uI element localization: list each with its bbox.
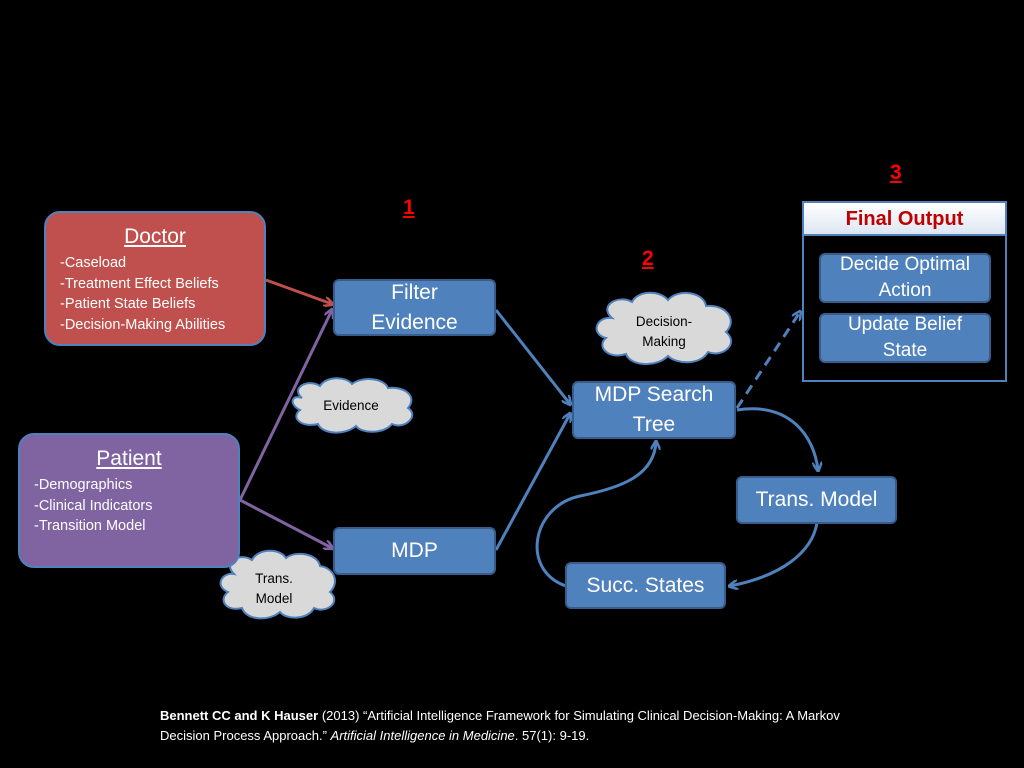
- patient-attribute: -Clinical Indicators: [34, 497, 153, 514]
- final-output-title: Final Output: [804, 203, 1005, 236]
- arrow-mdp-tree: [494, 414, 570, 551]
- doctor-attribute: -Caseload: [60, 255, 127, 271]
- doctor-attribute: -Decision-Making Abilities: [60, 316, 226, 333]
- cloud-label-decision-making: Decision- Making: [635, 314, 693, 349]
- arrow-tree-trans: [736, 407, 818, 470]
- arrow-tree-final-dashed: [735, 312, 800, 409]
- final-output-panel: Final Output Decide Optimal Action Updat…: [802, 201, 1007, 382]
- doctor-title: Doctor: [124, 225, 186, 248]
- arrow-filter-tree: [494, 309, 570, 404]
- update-belief-state-node: Update Belief State: [819, 313, 991, 363]
- patient-attribute: -Demographics: [34, 477, 133, 493]
- step-number-2: 2: [642, 247, 654, 270]
- mdp-node: MDP: [333, 527, 496, 575]
- patient-attribute: -Transition Model: [34, 518, 146, 534]
- cloud-label-evidence: Evidence: [323, 398, 379, 413]
- citation-journal: Artificial Intelligence in Medicine: [330, 728, 515, 743]
- doctor-box: Doctor -Caseload -Treatment Effect Belie…: [44, 211, 266, 346]
- cloud-shape-evidence: [291, 377, 414, 434]
- arrow-patient-filter: [238, 310, 332, 501]
- cloud-shape-trans: [219, 549, 336, 620]
- succ-states-node: Succ. States: [565, 562, 726, 609]
- decide-optimal-action-node: Decide Optimal Action: [819, 253, 991, 303]
- step-number-3: 3: [890, 161, 902, 184]
- patient-title: Patient: [96, 447, 162, 470]
- arrow-succ-tree: [535, 442, 656, 588]
- trans-model-node: Trans. Model: [736, 476, 897, 524]
- citation: Bennett CC and K Hauser (2013) “Artifici…: [160, 706, 880, 746]
- cloud-shape-decision: [595, 291, 733, 365]
- filter-evidence-node: Filter Evidence: [333, 279, 496, 336]
- mdp-search-tree-node: MDP Search Tree: [572, 381, 736, 439]
- patient-box: Patient -Demographics -Clinical Indicato…: [18, 433, 240, 568]
- arrow-patient-mdp: [239, 498, 332, 548]
- doctor-attribute: -Treatment Effect Beliefs: [60, 275, 219, 292]
- cloud-label-trans-model: Trans. Model: [255, 571, 293, 606]
- citation-rest: . 57(1): 9-19.: [514, 728, 590, 743]
- arrow-doctor-filter: [265, 278, 332, 304]
- arrow-trans-succ: [730, 522, 819, 586]
- doctor-attribute: -Patient State Beliefs: [60, 296, 196, 312]
- citation-authors: Bennett CC and K Hauser: [160, 708, 319, 723]
- step-number-1: 1: [403, 196, 415, 219]
- citation-text: (2013) “Artificial Intelligence Framewor…: [160, 708, 840, 743]
